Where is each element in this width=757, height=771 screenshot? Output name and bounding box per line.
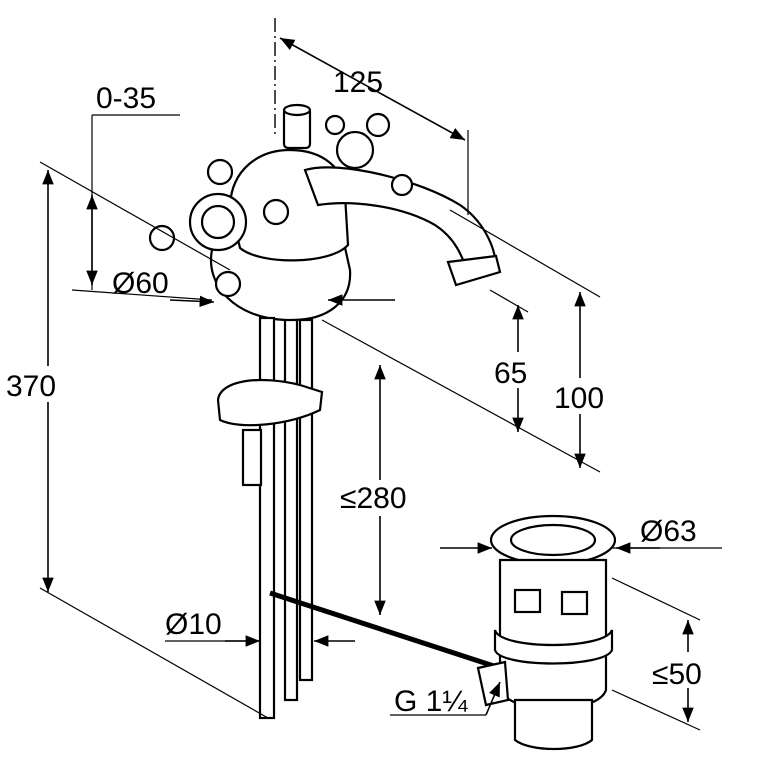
dim-spout-adjust: 0-35	[86, 82, 180, 290]
dim-rod-length: ≤280	[340, 365, 430, 615]
dim-label-spout-adjust: 0-35	[96, 82, 156, 115]
dim-reach: 125	[279, 37, 469, 215]
dim-label-rod-diameter: Ø10	[165, 608, 222, 641]
mounting-rods	[216, 316, 324, 720]
dim-label-base-diameter: Ø60	[112, 267, 169, 300]
dim-waste-diameter: Ø63	[440, 515, 722, 554]
dim-thread: G 1¼	[390, 681, 501, 718]
dim-total-height: 370	[4, 161, 269, 719]
dim-label-waste-diameter: Ø63	[640, 515, 697, 548]
mounting-bracket	[216, 378, 324, 427]
waste-fitting	[476, 514, 617, 751]
dim-label-total-height: 370	[6, 370, 56, 403]
dim-label-rod-length: ≤280	[340, 482, 407, 515]
dim-base-diameter: Ø60	[71, 267, 395, 308]
dim-clearance: 65	[321, 289, 601, 473]
dim-rod-diameter: Ø10	[165, 608, 355, 647]
dim-label-spout-height: 100	[554, 382, 604, 415]
dim-label-waste-height: ≤50	[652, 658, 702, 691]
dim-label-thread: G 1¼	[394, 685, 468, 718]
spout-outlet	[446, 254, 502, 287]
dim-spout-height: 100	[449, 209, 622, 468]
pull-rod	[269, 590, 501, 671]
dim-label-reach: 125	[333, 66, 383, 99]
dim-label-clearance: 65	[494, 357, 527, 390]
dim-waste-height: ≤50	[611, 577, 722, 731]
left-cross-handle	[148, 158, 290, 298]
